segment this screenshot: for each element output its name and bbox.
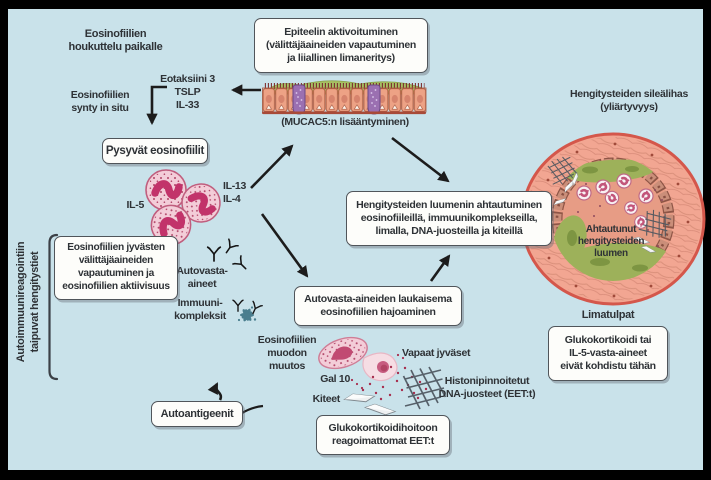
text-line: Histonipinnoitetut <box>444 375 530 387</box>
text-line: Eotaksiini 3 <box>160 73 215 85</box>
text-line: (välittäjäaineiden vapautuminen <box>266 39 416 52</box>
text-line: taipuvat hengitystiet <box>29 251 41 353</box>
text-line: reagoimattomat EET:t <box>332 435 434 447</box>
text-line: aineet <box>187 278 217 290</box>
immune-complexes-label: Immuuni- kompleksit <box>168 297 232 323</box>
mucus-plugs-label: Limatulpat <box>558 309 658 322</box>
text-line: Ahtautunut <box>585 224 637 235</box>
arrow-lysis-to-obstruction <box>429 254 451 282</box>
muscle-nuclei-dots <box>536 142 690 298</box>
text-line: välittäjäaineiden <box>78 255 154 267</box>
text-line: Gal 10 <box>320 373 350 385</box>
granule-release-box: Eosinofiilien jyvästen välittäjäaineiden… <box>54 236 178 300</box>
gal10-label: Gal 10 <box>314 373 350 386</box>
text-line: Hengitysteiden luumenin ahtautuminen <box>356 199 542 212</box>
steroid-resistant-eets-box: Glukokortikoidihoitoon reagoimattomat EE… <box>316 415 450 455</box>
text-line: Limatulpat <box>581 309 635 321</box>
arrow-autoantigens-up <box>207 382 223 401</box>
epithelium-illustration <box>262 80 427 115</box>
text-line: Hengitysteiden sileälihas <box>570 88 688 100</box>
text-line: Pysyvät eosinofiilit <box>105 144 205 157</box>
text-line: Glukokortikoidihoitoon <box>328 422 438 435</box>
crystals-label: Kiteet <box>304 393 341 406</box>
text-line: vapautuminen ja <box>78 268 154 279</box>
text-line: Eosinofiilien <box>70 89 130 101</box>
text-line: luumen <box>594 248 628 259</box>
text-line: muodon <box>267 347 307 359</box>
autoantigens-box: Autoantigeenit <box>151 401 243 427</box>
text-line: houkuttelu paikalle <box>68 41 163 53</box>
text-line: Autoimmuunireagointiin <box>15 241 27 363</box>
text-line: Kiteet <box>312 393 341 405</box>
smooth-muscle-label: Hengitysteiden sileälihas (yliärtyvyys) <box>548 88 710 114</box>
autoantibodies-label: Autovasta- aineet <box>172 265 232 291</box>
eosinophil-shape-change-illustration <box>318 336 447 417</box>
in-situ-label: Eosinofiilien synty in situ <box>52 89 148 115</box>
text-line: Autovasta- <box>176 265 228 277</box>
text-line: muutos <box>268 360 306 372</box>
text-line: Eosinofiilien <box>84 28 147 40</box>
text-line: Eosinofiilien <box>257 334 317 346</box>
epithelium-activation-box: Epiteelin aktivoituminen (välittäjäainei… <box>254 18 428 73</box>
arrow-to-persistent-eosinophils <box>146 85 167 126</box>
arrow-cluster-to-epithelium <box>250 144 294 189</box>
recruitment-label: Eosinofiilien houkuttelu paikalle <box>48 28 183 54</box>
text-line: limalla, DNA-juosteilla ja kiteillä <box>375 224 523 237</box>
airway-cross-section-illustration <box>520 132 706 306</box>
dna-strands-label: Histonipinnoitetut DNA-juosteet (EET:t) <box>436 375 538 401</box>
text-line: Vapaat jyväset <box>402 347 471 359</box>
mucac-label: (MUCAC5:n lisääntyminen) <box>260 116 430 129</box>
text-line: Immuuni- <box>177 297 223 309</box>
il5-label: IL-5 <box>106 199 145 212</box>
axis-bracket <box>48 233 59 381</box>
shape-change-label: Eosinofiilien muodon muutos <box>250 334 324 373</box>
text-line: eosinofiilien hajoaminen <box>320 306 436 318</box>
text-line: IL-13 <box>223 180 247 192</box>
text-line: kompleksit <box>174 310 226 322</box>
lumen-obstruction-box: Hengitysteiden luumenin ahtautuminen eos… <box>346 191 552 246</box>
lumen-debris-dots <box>577 183 663 247</box>
arrow-il4-to-lysis <box>260 213 309 278</box>
text-line: DNA-juosteet (EET:t) <box>438 388 536 400</box>
text-line: Autovasta-aineiden laukaisema <box>304 293 452 306</box>
autoimmune-airways-axis-label: Autoimmuunireagointiin taipuvat hengitys… <box>14 207 44 397</box>
free-granules-label: Vapaat jyväset <box>402 347 484 360</box>
text-line: synty in situ <box>71 102 129 114</box>
text-line: (MUCAC5:n lisääntyminen) <box>281 116 409 128</box>
text-line: eosinofiileillä, immuunikomplekseilla, <box>360 212 538 225</box>
text-line: IL-5-vasta-aineet <box>569 347 647 360</box>
cilia-band <box>263 83 425 89</box>
text-line: Epiteelin aktivoituminen <box>284 26 398 39</box>
text-line: Autoantigeenit <box>160 407 234 420</box>
text-line: Eosinofiilien jyvästen <box>67 242 165 254</box>
text-line: eosinofiilien aktiivisuus <box>62 280 170 292</box>
text-line: IL-5 <box>126 199 145 211</box>
treatment-gap-box: Glukokortikoidi tai IL-5-vasta-aineet ei… <box>548 326 668 381</box>
flow-arrows <box>146 84 451 414</box>
autoantibody-lysis-box: Autovasta-aineiden laukaisema eosinofiil… <box>294 286 462 326</box>
eotaxin-label: Eotaksiini 3 TSLP IL-33 <box>150 73 225 112</box>
crystal-icon <box>343 391 376 405</box>
persistent-eosinophils-box: Pysyvät eosinofiilit <box>102 138 208 164</box>
degranulating-eosinophil-illustration <box>362 352 398 382</box>
text-line: hengitysteiden <box>577 236 645 247</box>
text-line: TSLP <box>174 86 201 98</box>
arrow-epithelium-to-obstruction <box>391 136 450 183</box>
immune-complex-icon <box>232 299 263 322</box>
text-line: eivät kohdistu tähän <box>560 359 656 372</box>
text-line: IL-4 <box>223 193 241 205</box>
text-line: Glukokortikoidi tai <box>564 334 652 347</box>
narrowed-lumen-label: Ahtautunut hengitysteiden luumen <box>566 224 656 260</box>
text-line: ja liiallinen limaneritys) <box>287 51 395 64</box>
text-line: IL-33 <box>175 99 199 111</box>
goblet-cell <box>367 84 381 115</box>
text-line: (yliärtyvyys) <box>600 101 658 113</box>
goblet-cell <box>292 84 306 115</box>
connector-cell-to-autoantigens <box>241 404 264 414</box>
il13-il4-label: IL-13 IL-4 <box>223 180 263 206</box>
